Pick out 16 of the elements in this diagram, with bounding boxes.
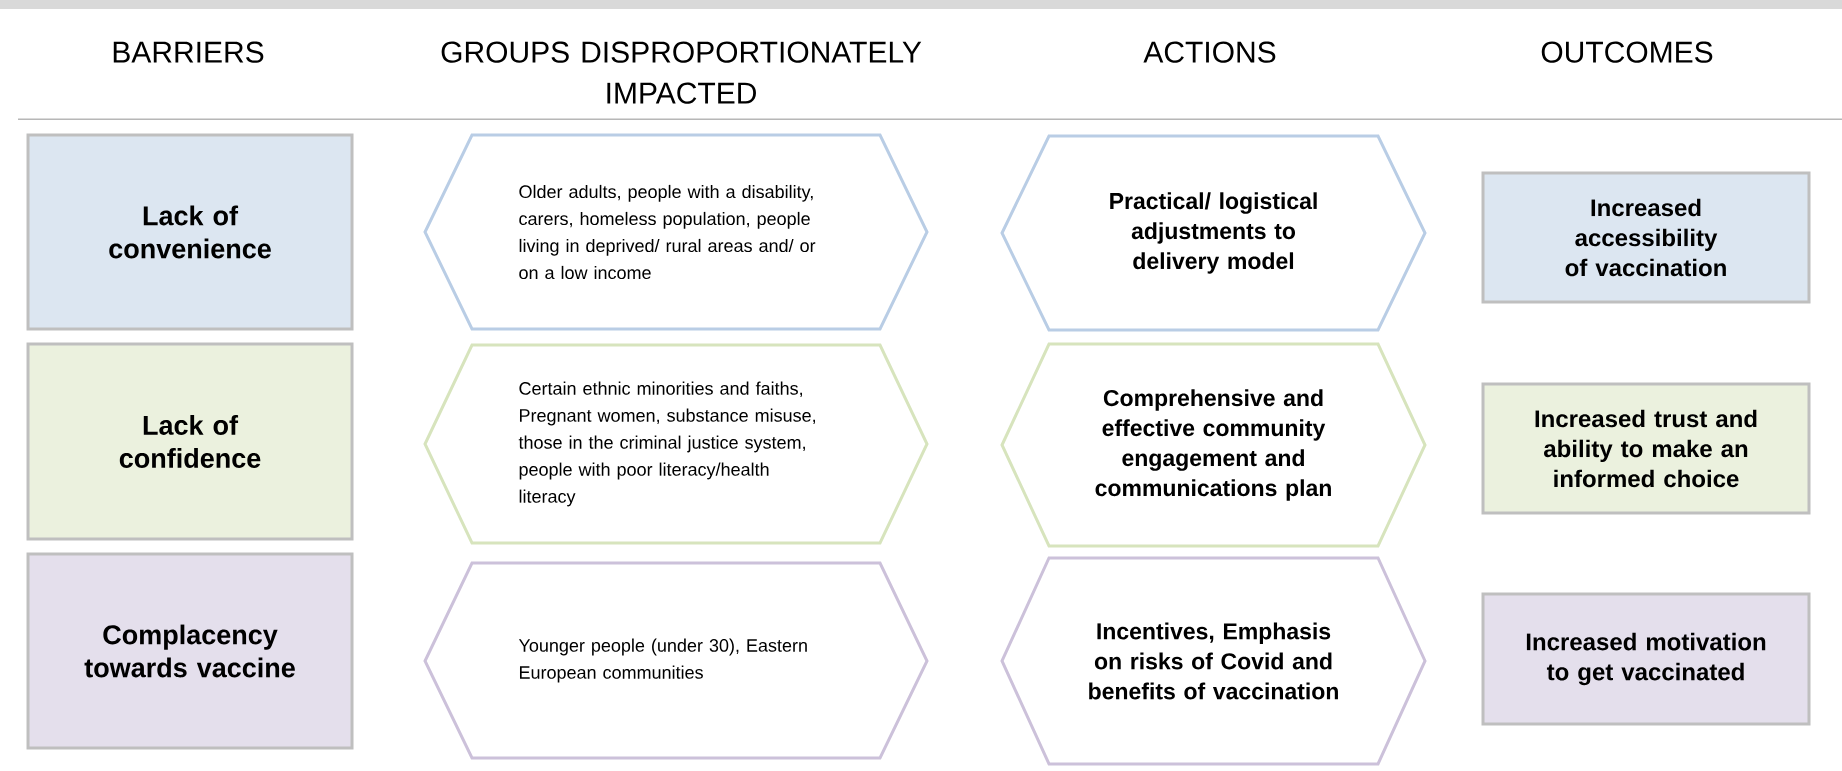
group-hexagon: Certain ethnic minorities and faiths, Pregnant women, substance misuse, those in the criminal justice system, people with poor literacy/health literacy — [423, 343, 929, 545]
group-hexagon: Younger people (under 30), Eastern European communities — [423, 561, 929, 760]
outcome-box: Increased trust and ability to make an informed choice — [1481, 382, 1811, 515]
column-heading: GROUPS DISPROPORTIONATELY IMPACTED — [441, 41, 922, 104]
action-hexagon: Comprehensive and effective community engagement and communications plan — [1000, 342, 1427, 548]
column-heading: ACTIONS — [1143, 41, 1276, 63]
barrier-box: Complacency towards vaccine — [26, 552, 354, 750]
group-hexagon: Older adults, people with a disability, carers, homeless population, people living in deprived/ rural areas and/ or on a low income — [423, 133, 929, 331]
barrier-box: Lack of convenience — [26, 133, 354, 331]
outcome-box: Increased accessibility of vaccination — [1481, 171, 1811, 304]
action-hexagon: Practical/ logistical adjustments to delivery model — [1000, 134, 1427, 332]
column-heading: OUTCOMES — [1541, 41, 1713, 63]
barrier-box: Lack of confidence — [26, 342, 354, 541]
action-hexagon: Incentives, Emphasis on risks of Covid and benefits of vaccination — [1000, 556, 1427, 766]
outcome-box: Increased motivation to get vaccinated — [1481, 592, 1811, 726]
column-heading: BARRIERS — [113, 41, 264, 63]
